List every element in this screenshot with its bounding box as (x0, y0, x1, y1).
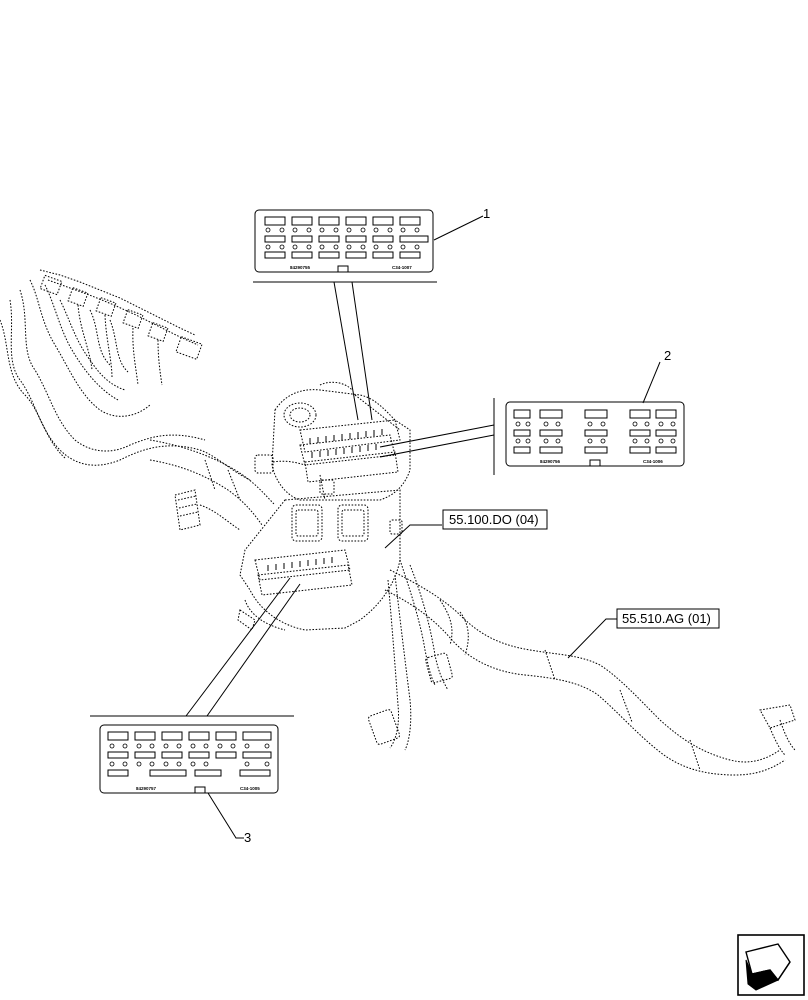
panel3-part-no: 84290757 (136, 786, 157, 791)
panel1-code: C34-1007 (392, 265, 412, 270)
harness-drawing (0, 269, 796, 776)
fuse-panel-3: 84290757 C34-1005 (99, 724, 279, 794)
callout-3: 3 (244, 830, 251, 845)
panel2-part-no: 84290756 (540, 459, 561, 464)
ref-label-a[interactable]: 55.100.DO (04) (442, 509, 548, 530)
next-page-arrow-icon[interactable] (737, 934, 805, 996)
ref-label-a-text: 55.100.DO (04) (449, 512, 539, 527)
fuse-panel-1: 84290755 C34-1007 (254, 209, 434, 273)
panel1-part-no: 84290755 (290, 265, 311, 270)
ref-label-b-text: 55.510.AG (01) (622, 611, 711, 626)
fuse-panel-2: 84290756 C34-1006 (505, 401, 685, 467)
callout-1: 1 (483, 206, 490, 221)
panel3-code: C34-1005 (240, 786, 260, 791)
leader-lines (90, 215, 661, 839)
panel2-code: C34-1006 (643, 459, 663, 464)
fuse-ticks-lower (267, 557, 333, 571)
callout-2: 2 (664, 348, 671, 363)
fuse-ticks-upper (309, 429, 383, 458)
ref-label-b[interactable]: 55.510.AG (01) (616, 608, 720, 629)
